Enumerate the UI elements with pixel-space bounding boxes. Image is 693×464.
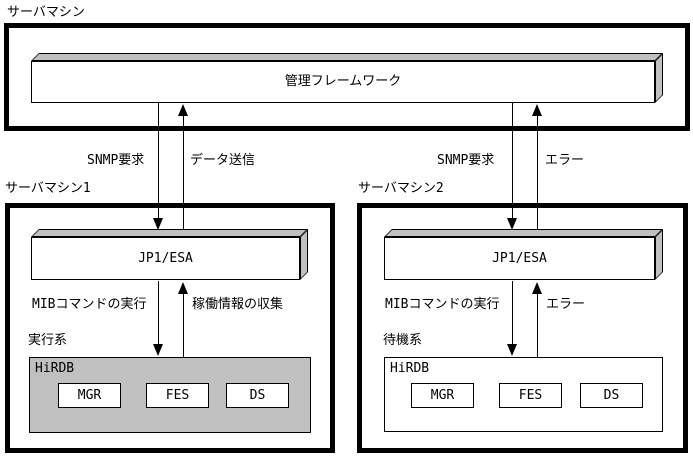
- unit-label-ds-2: DS: [603, 387, 620, 403]
- unit-box-mgr-1: MGR: [58, 383, 121, 408]
- framework-label: 管理フレームワーク: [284, 74, 402, 89]
- top-server-frame: [4, 23, 690, 131]
- arrow-line-data-up-1: [183, 116, 184, 229]
- perf-collect-label: 稼働情報の収集: [192, 297, 284, 312]
- arrowhead-up-icon: [532, 104, 542, 116]
- unit-label-mgr-2: MGR: [430, 387, 455, 403]
- unit-box-fes-1: FES: [146, 383, 209, 408]
- unit-label-fes-2: FES: [518, 387, 543, 403]
- error-label-bottom: エラー: [546, 297, 586, 312]
- top-server-label: サーバマシン: [7, 5, 85, 20]
- arrow-line-snmp-down-1: [158, 103, 159, 219]
- jp1-esa-box-2: JP1/ESA: [384, 229, 663, 280]
- arrow-line-mib-down-2: [512, 281, 513, 345]
- framework-box-face: 管理フレームワーク: [31, 61, 655, 103]
- unit-label-ds-1: DS: [249, 387, 266, 403]
- jp1-esa-box-2-top-shade: [384, 229, 663, 237]
- jp1-esa-box-1-top-shade: [31, 229, 308, 237]
- data-send-label: データ送信: [190, 153, 256, 168]
- jp1-esa-box-2-side-shade: [655, 229, 663, 280]
- server2-frame: [357, 203, 688, 453]
- jp1-esa-label-1: JP1/ESA: [138, 250, 193, 266]
- jp1-esa-box-2-face: JP1/ESA: [384, 237, 655, 280]
- arrow-line-mib-down-1: [158, 281, 159, 345]
- framework-box-side-shade: [655, 53, 663, 103]
- unit-box-ds-2: DS: [580, 383, 643, 408]
- arrow-line-error-up-2: [537, 116, 538, 229]
- framework-box-top-shade: [31, 53, 663, 61]
- framework-box: 管理フレームワーク: [31, 53, 663, 103]
- server2-label: サーバマシン2: [358, 181, 444, 196]
- unit-box-ds-1: DS: [226, 383, 289, 408]
- arrowhead-up-icon: [178, 282, 188, 294]
- arrowhead-up-icon: [532, 282, 542, 294]
- arrowhead-down-icon: [507, 344, 517, 356]
- hirdb-box-standby: HiRDB MGR FES DS: [384, 357, 663, 432]
- unit-label-fes-1: FES: [165, 387, 190, 403]
- arrowhead-down-icon: [153, 344, 163, 356]
- hirdb-label-2: HiRDB: [390, 361, 430, 376]
- jp1-esa-label-2: JP1/ESA: [492, 250, 547, 266]
- hirdb-box-active: HiRDB MGR FES DS: [29, 357, 311, 433]
- unit-box-fes-2: FES: [499, 383, 562, 408]
- mib-exec-label-1: MIBコマンドの実行: [32, 297, 147, 312]
- arrow-line-error-up-2b: [537, 294, 538, 357]
- standby-system-label: 待機系: [383, 333, 423, 348]
- unit-box-mgr-2: MGR: [411, 383, 474, 408]
- arrowhead-down-icon: [153, 218, 163, 230]
- snmp-request-label-2: SNMP要求: [437, 153, 495, 168]
- error-label-top: エラー: [545, 153, 585, 168]
- jp1-esa-box-1-face: JP1/ESA: [31, 237, 300, 280]
- server1-frame: [5, 203, 335, 453]
- snmp-request-label-1: SNMP要求: [87, 153, 145, 168]
- jp1-esa-box-1: JP1/ESA: [31, 229, 308, 280]
- arrowhead-up-icon: [178, 104, 188, 116]
- active-system-label: 実行系: [28, 333, 68, 348]
- jp1-esa-box-1-side-shade: [300, 229, 308, 280]
- arrow-line-snmp-down-2: [512, 103, 513, 219]
- arrowhead-down-icon: [507, 218, 517, 230]
- server1-label: サーバマシン1: [5, 181, 91, 196]
- unit-label-mgr-1: MGR: [77, 387, 102, 403]
- hirdb-label-1: HiRDB: [35, 361, 75, 376]
- arrow-line-info-up-1: [183, 294, 184, 357]
- mib-exec-label-2: MIBコマンドの実行: [385, 297, 500, 312]
